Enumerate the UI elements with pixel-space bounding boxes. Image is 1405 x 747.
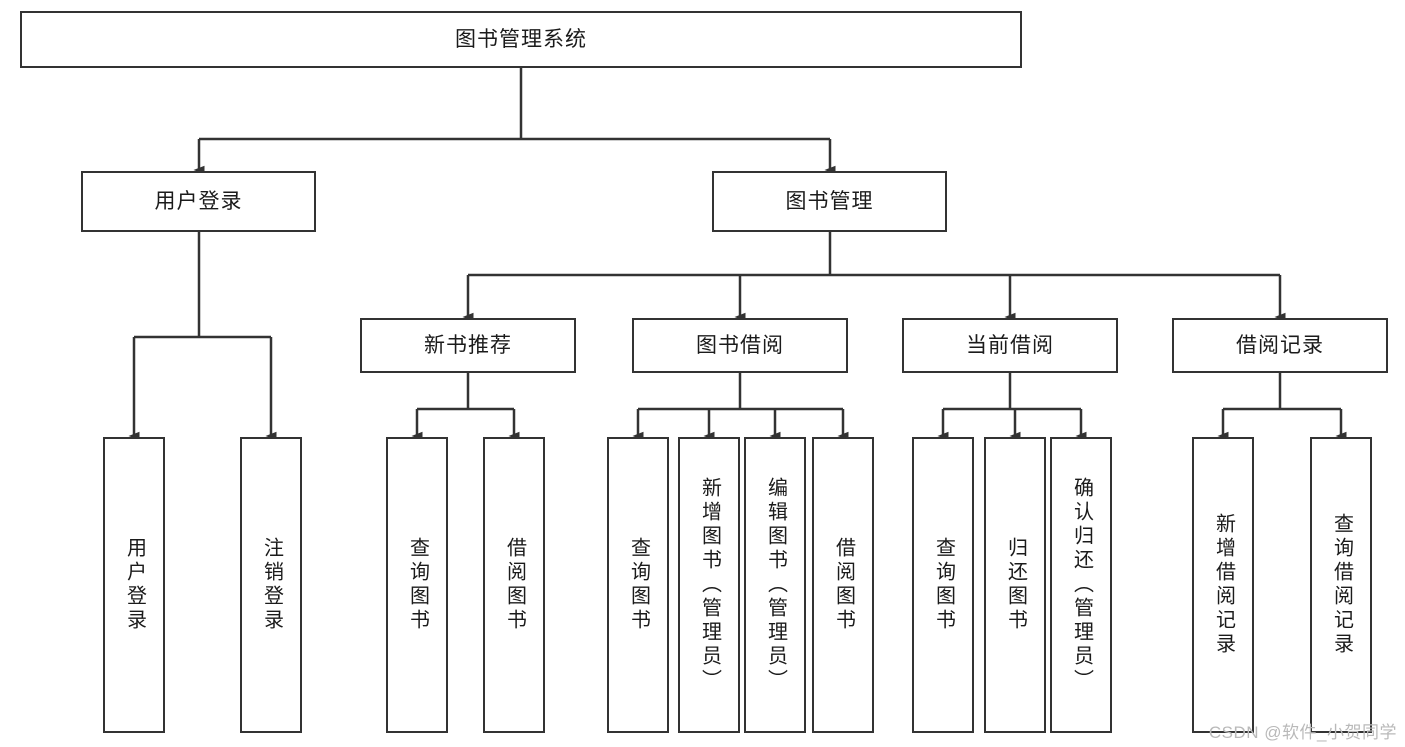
node-current[interactable]: 当前借阅 [902,318,1118,373]
node-l5[interactable]: 查询图书 [607,437,669,733]
node-label: 用户登录 [154,189,243,213]
node-label: 当前借阅 [966,333,1054,357]
node-label: 借阅记录 [1236,333,1324,357]
node-label: 新书推荐 [424,333,512,357]
node-login[interactable]: 用户登录 [81,171,316,232]
node-label: 借阅图书 [832,537,855,633]
node-l13[interactable]: 查询借阅记录 [1310,437,1372,733]
node-l9[interactable]: 查询图书 [912,437,974,733]
node-label: 注销登录 [260,537,283,633]
node-root[interactable]: 图书管理系统 [20,11,1022,68]
node-label: 查询图书 [932,537,955,633]
edge-paths [128,68,1347,441]
node-l2[interactable]: 注销登录 [240,437,302,733]
node-l8[interactable]: 借阅图书 [812,437,874,733]
node-label: 查询借阅记录 [1330,513,1353,657]
node-l11[interactable]: 确认归还（管理员） [1050,437,1112,733]
node-label: 借阅图书 [503,537,526,633]
node-l6[interactable]: 新增图书（管理员） [678,437,740,733]
node-l10[interactable]: 归还图书 [984,437,1046,733]
node-label: 归还图书 [1004,537,1027,633]
node-label: 图书管理 [785,189,874,213]
node-newbook[interactable]: 新书推荐 [360,318,576,373]
node-label: 查询图书 [627,537,650,633]
node-l12[interactable]: 新增借阅记录 [1192,437,1254,733]
node-label: 确认归还（管理员） [1070,477,1093,693]
node-label: 新增图书（管理员） [698,477,721,693]
node-l1[interactable]: 用户登录 [103,437,165,733]
node-label: 编辑图书（管理员） [764,477,787,693]
node-l3[interactable]: 查询图书 [386,437,448,733]
watermark-label: CSDN @软件_小贺同学 [1208,723,1397,742]
node-label: 图书借阅 [696,333,784,357]
node-label: 图书管理系统 [455,27,587,51]
node-borrow[interactable]: 图书借阅 [632,318,848,373]
node-label: 用户登录 [123,537,146,633]
node-label: 查询图书 [406,537,429,633]
node-l7[interactable]: 编辑图书（管理员） [744,437,806,733]
node-records[interactable]: 借阅记录 [1172,318,1388,373]
node-bookmgmt[interactable]: 图书管理 [712,171,947,232]
node-l4[interactable]: 借阅图书 [483,437,545,733]
node-label: 新增借阅记录 [1212,513,1235,657]
